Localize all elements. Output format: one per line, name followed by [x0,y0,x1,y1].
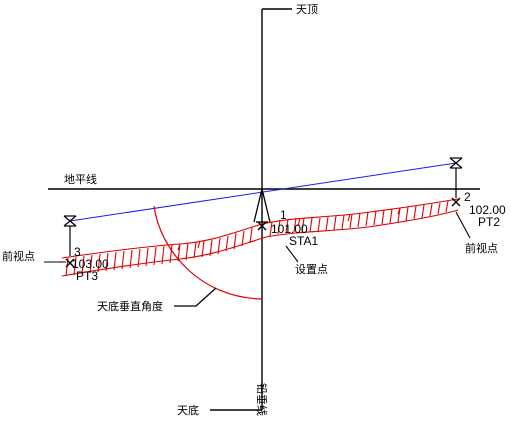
station-marker-icon [257,221,267,231]
station-index: 1 [280,208,287,222]
right-foresight-label: 前视点 [465,241,498,255]
left-foresight-label: 前视点 [2,249,35,263]
left-point-elevation: 103.00 [72,257,109,271]
terrain-band [61,198,459,277]
angle-label-leader [174,287,217,307]
station-elevation: 101.00 [271,222,308,236]
target-left-icon [63,215,77,256]
right-point-elevation: 102.00 [469,203,506,217]
zenith-label: 天顶 [296,3,318,16]
nadir-vertical-angle-label: 天底垂直角度 [97,299,163,313]
target-right-icon [449,157,463,198]
nadir-angle-arc [153,205,263,300]
station-name: STA1 [289,234,318,248]
left-point-marker-icon [65,258,75,268]
horizon-label: 地平线 [64,172,97,186]
right-point-name: PT2 [478,215,500,229]
nadir-label: 天底 [177,403,199,417]
station-label-leader [285,245,299,263]
right-foresight-leader [455,211,471,239]
right-point-index: 2 [464,190,471,204]
right-point-marker-icon [451,197,461,207]
left-point-name: PT3 [76,269,98,283]
plumb-line-label: 铅垂线 [255,383,269,416]
station-point-label: 设置点 [295,263,328,276]
left-point-index: 3 [74,245,81,259]
